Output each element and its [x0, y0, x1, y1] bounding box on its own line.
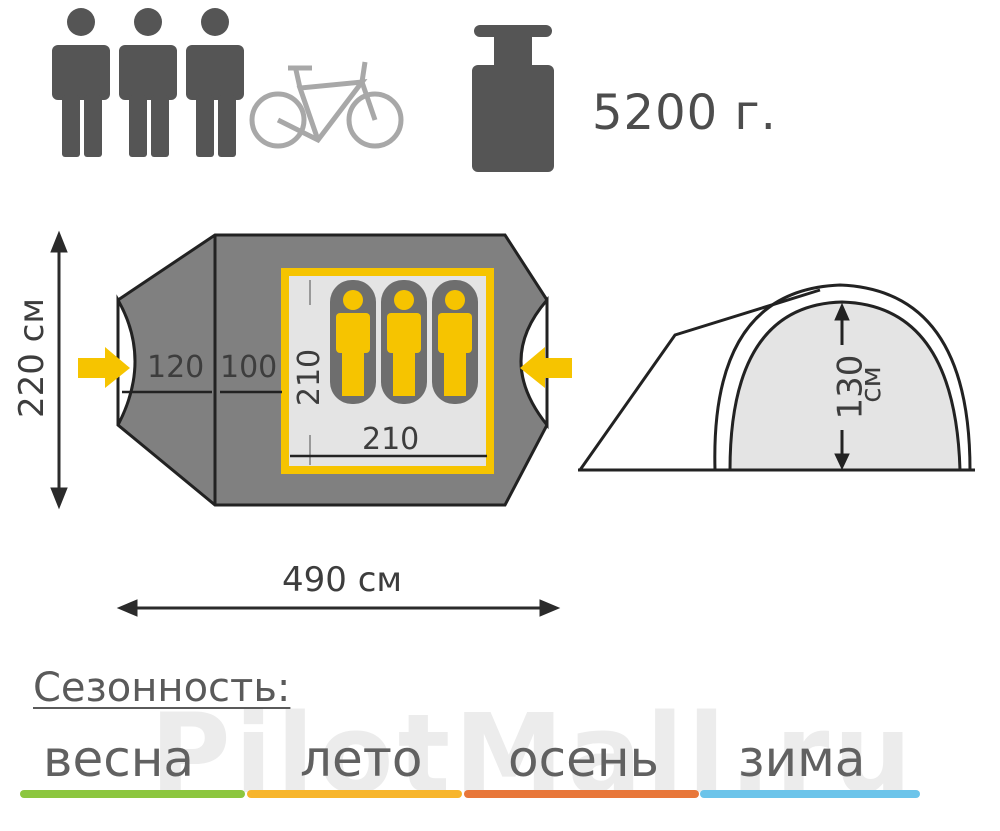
vestibule2-label: 100	[220, 350, 278, 385]
width-label: 220 см	[12, 297, 52, 419]
length-dimension-arrow	[116, 599, 561, 617]
floor-plan	[50, 230, 572, 617]
season-bar-autumn	[464, 790, 699, 798]
inner-length-label: 210	[292, 348, 328, 407]
person-icon	[186, 8, 244, 157]
season-bar-winter	[700, 790, 920, 798]
bicycle-icon	[249, 61, 404, 149]
width-dimension-arrow	[50, 230, 68, 510]
sleepers	[330, 280, 478, 404]
weight-icon	[472, 25, 554, 172]
seasons-title: Сезонность:	[33, 665, 291, 711]
entrance-arrow-right	[520, 347, 572, 388]
person-icon	[52, 8, 110, 157]
weight-value: 5200 г.	[592, 85, 777, 141]
length-label: 490 см	[282, 560, 403, 600]
season-bar-spring	[20, 790, 245, 798]
season-summer: лето	[300, 730, 423, 788]
capacity-icons	[52, 8, 404, 157]
inner-width-label: 210	[362, 422, 420, 457]
season-autumn: осень	[508, 730, 660, 788]
side-view	[578, 283, 975, 472]
entrance-arrow-left	[78, 347, 130, 388]
height-unit: см	[853, 366, 887, 403]
season-bar-summer	[247, 790, 462, 798]
person-icon	[119, 8, 177, 157]
vestibule-label: 120	[147, 350, 205, 385]
season-spring: весна	[43, 730, 195, 788]
season-winter: зима	[738, 730, 866, 788]
